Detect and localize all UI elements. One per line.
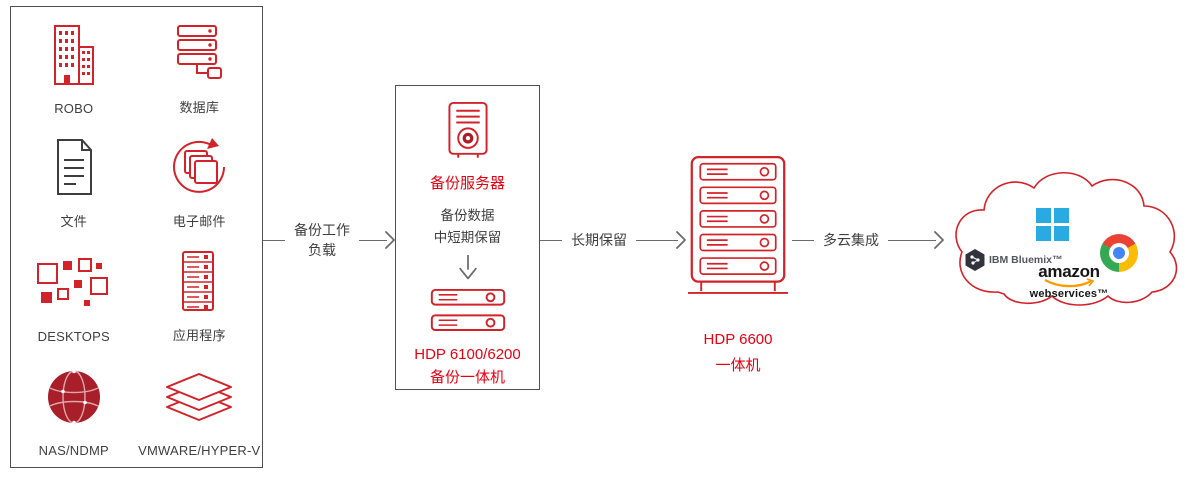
source-files: 文件 [11,123,137,237]
ms-pane [1054,226,1069,241]
arrow-down-icon [458,254,477,280]
application-server-icon [177,237,221,325]
hdp6100-label: HDP 6100/6200 备份一体机 [414,343,520,389]
ibm-bluemix-label: IBM Bluemix™ [989,254,1063,266]
backup-appliance-box: 备份服务器 备份数据 中短期保留 HDP 6100/6200 备份一体机 [395,85,540,390]
source-label: 应用程序 [172,328,226,343]
microsoft-logo-icon [1036,208,1069,241]
connector-line [636,239,678,241]
retention-text: 备份数据 中短期保留 [434,205,502,249]
source-label: DESKTOPS [37,329,110,344]
source-label: VMWARE/HYPER-V [138,443,261,458]
desktops-scatter-icon [36,237,112,329]
source-label: ROBO [54,101,94,116]
source-vmware: VMWARE/HYPER-V [137,351,263,465]
connector-workload-label: 备份工作 负载 [294,220,350,260]
hdp6100-label-line2: 备份一体机 [429,369,505,386]
ibm-bluemix-logo: IBM Bluemix™ [964,248,1063,272]
source-database: 数据库 [137,9,263,123]
workload-label-line1: 备份工作 [294,222,350,238]
ibm-bluemix-hex-icon [965,249,985,271]
long-term-label: 长期保留 [571,232,627,248]
cloud-outline-icon [955,172,1178,306]
hdp6100-label-line1: HDP 6100/6200 [414,346,521,363]
source-label: 数据库 [179,100,220,115]
ms-pane [1036,226,1051,241]
multicloud-label: 多云集成 [823,232,879,248]
source-applications: 应用程序 [137,237,263,351]
source-label: 文件 [60,214,87,229]
building-icon [49,9,99,101]
connector-line [540,239,562,241]
arrow-right-icon [934,231,944,249]
amazon-webservices-label: webservices™ [1029,288,1109,300]
source-label: NAS/NDMP [38,443,109,458]
source-nas: NAS/NDMP [11,351,137,465]
connector-line [888,239,936,241]
amazon-label: amazon [1038,262,1100,281]
rack-5u-icon [688,156,788,294]
multi-cloud: IBM Bluemix™ amazon webservices™ [946,160,1188,325]
rack-2u-icon [430,289,505,332]
source-desktops: DESKTOPS [11,237,137,351]
retention-line1: 备份数据 [440,207,495,223]
google-logo-icon [1100,234,1138,272]
tower-server-icon [447,101,488,158]
workload-label-line2: 负载 [308,242,336,258]
arrow-right-icon [385,231,395,249]
hypervisor-layers-icon [158,351,240,443]
backup-server-label: 备份服务器 [429,174,505,192]
amazon-smile-icon [1044,278,1095,288]
connector-multicloud: 多云集成 [792,226,944,254]
hdp6600-appliance: HDP 6600 一体机 [686,155,790,379]
source-email: 电子邮件 [137,123,263,237]
retention-line2: 中短期保留 [433,229,502,245]
backup-sources-box: ROBO 数据库 [10,6,263,468]
hdp6600-label: HDP 6600 一体机 [704,327,773,379]
connector-line [792,239,814,241]
connector-line [263,239,285,241]
email-sync-icon [168,123,230,211]
source-robo: ROBO [11,9,137,123]
hdp6600-label-line2: 一体机 [715,357,761,374]
connector-long-term: 长期保留 [540,226,686,254]
database-stack-icon [174,9,224,97]
connector-workload: 备份工作 负载 [263,218,395,262]
ms-pane [1054,208,1069,223]
hdp6600-label-line1: HDP 6600 [703,331,773,348]
connector-line [359,239,387,241]
nas-globe-icon [46,351,102,443]
document-icon [52,123,96,211]
source-label: 电子邮件 [172,214,226,229]
amazon-web-services-logo: amazon webservices™ [1024,262,1114,300]
arrow-right-icon [676,231,686,249]
ms-pane [1036,208,1051,223]
